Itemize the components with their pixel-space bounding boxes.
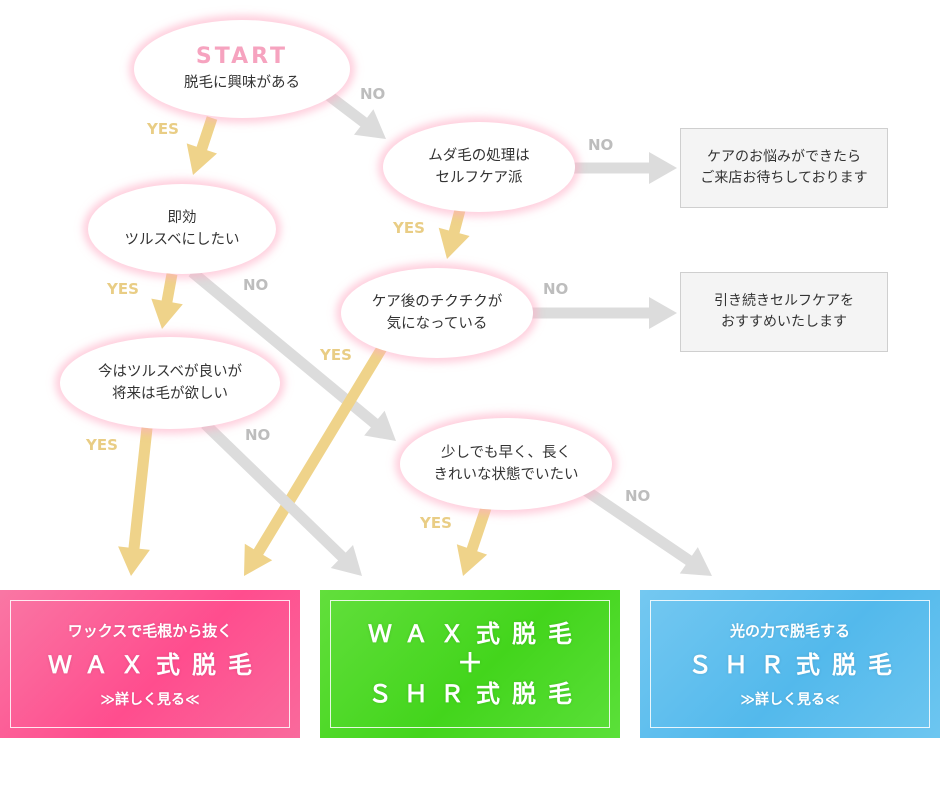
question-instant-line2: ツルスベにしたい [124, 232, 240, 248]
result-wax-shr-combo[interactable]: ＷＡＸ式脱毛 ＋ ＳＨＲ式脱毛 [320, 590, 620, 738]
start-title: START [195, 44, 289, 69]
result-combo-title-2: ＳＨＲ式脱毛 [368, 680, 584, 708]
label-no-future: NO [245, 426, 271, 444]
arrow-start-yes [186, 116, 218, 175]
start-node: START 脱毛に興味がある [134, 20, 350, 118]
plus-icon: ＋ [456, 649, 483, 679]
arrow-fast-yes [456, 506, 492, 576]
arrow-aftercare-no [532, 297, 677, 329]
arrow-selfcare-yes [438, 208, 470, 259]
question-instant: 即効 ツルスベにしたい [88, 184, 276, 274]
question-aftercare-line2: 気になっている [386, 316, 488, 332]
result-shr-more-link[interactable]: ≫詳しく見る≪ [740, 691, 840, 708]
question-aftercare: ケア後のチクチクが 気になっている [341, 268, 533, 358]
label-no-start: NO [360, 85, 386, 103]
label-no-instant: NO [243, 276, 269, 294]
result-shr-title: ＳＨＲ式脱毛 [688, 650, 904, 679]
label-yes-aftercare: YES [320, 346, 352, 364]
result-shr[interactable]: 光の力で脱毛する ＳＨＲ式脱毛 ≫詳しく見る≪ [640, 590, 940, 738]
question-future-line2: 将来は毛が欲しい [112, 386, 228, 402]
label-yes-selfcare: YES [393, 219, 425, 237]
arrow-fast-no [581, 485, 712, 576]
message-care-worry-line2: ご来店お待ちしております [700, 170, 868, 186]
arrow-instant-yes [151, 273, 183, 329]
message-continue-selfcare-line1: 引き続きセルフケアを [714, 293, 854, 309]
label-yes-future: YES [86, 436, 118, 454]
question-future-line1: 今はツルスベが良いが [98, 364, 242, 380]
arrow-start-no [324, 90, 386, 139]
arrow-instant-no [188, 267, 396, 441]
label-yes-instant: YES [107, 280, 139, 298]
question-fast: 少しでも早く、長く きれいな状態でいたい [400, 418, 612, 510]
result-wax-subtitle: ワックスで毛根から抜く [67, 621, 233, 640]
arrow-selfcare-no [574, 152, 677, 184]
question-selfcare-line1: ムダ毛の処理は [428, 148, 530, 164]
result-shr-subtitle: 光の力で脱毛する [729, 621, 850, 640]
label-yes-start: YES [147, 120, 179, 138]
message-continue-selfcare-line2: おすすめいたします [721, 314, 847, 330]
message-continue-selfcare: 引き続きセルフケアを おすすめいたします [680, 272, 888, 352]
question-aftercare-line1: ケア後のチクチクが [371, 294, 503, 310]
question-future: 今はツルスベが良いが 将来は毛が欲しい [60, 337, 280, 429]
result-wax[interactable]: ワックスで毛根から抜く ＷＡＸ式脱毛 ≫詳しく見る≪ [0, 590, 300, 738]
message-care-worry: ケアのお悩みができたら ご来店お待ちしております [680, 128, 888, 208]
label-no-fast: NO [625, 487, 651, 505]
result-wax-more-link[interactable]: ≫詳しく見る≪ [100, 691, 200, 708]
question-fast-line1: 少しでも早く、長く [440, 445, 572, 461]
label-no-aftercare: NO [543, 280, 569, 298]
message-care-worry-line1: ケアのお悩みができたら [706, 149, 861, 165]
question-fast-line2: きれいな状態でいたい [433, 467, 579, 483]
start-text: 脱毛に興味がある [184, 75, 300, 91]
question-selfcare: ムダ毛の処理は セルフケア派 [383, 122, 575, 212]
arrow-future-no [201, 420, 362, 576]
arrow-future-yes [118, 427, 153, 576]
question-instant-line1: 即効 [167, 210, 197, 226]
question-selfcare-line2: セルフケア派 [435, 170, 523, 186]
label-no-selfcare: NO [588, 136, 614, 154]
arrow-aftercare-yes [244, 345, 387, 576]
result-combo-title-1: ＷＡＸ式脱毛 [368, 620, 584, 648]
label-yes-fast: YES [420, 514, 452, 532]
result-wax-title: ＷＡＸ式脱毛 [48, 650, 264, 679]
